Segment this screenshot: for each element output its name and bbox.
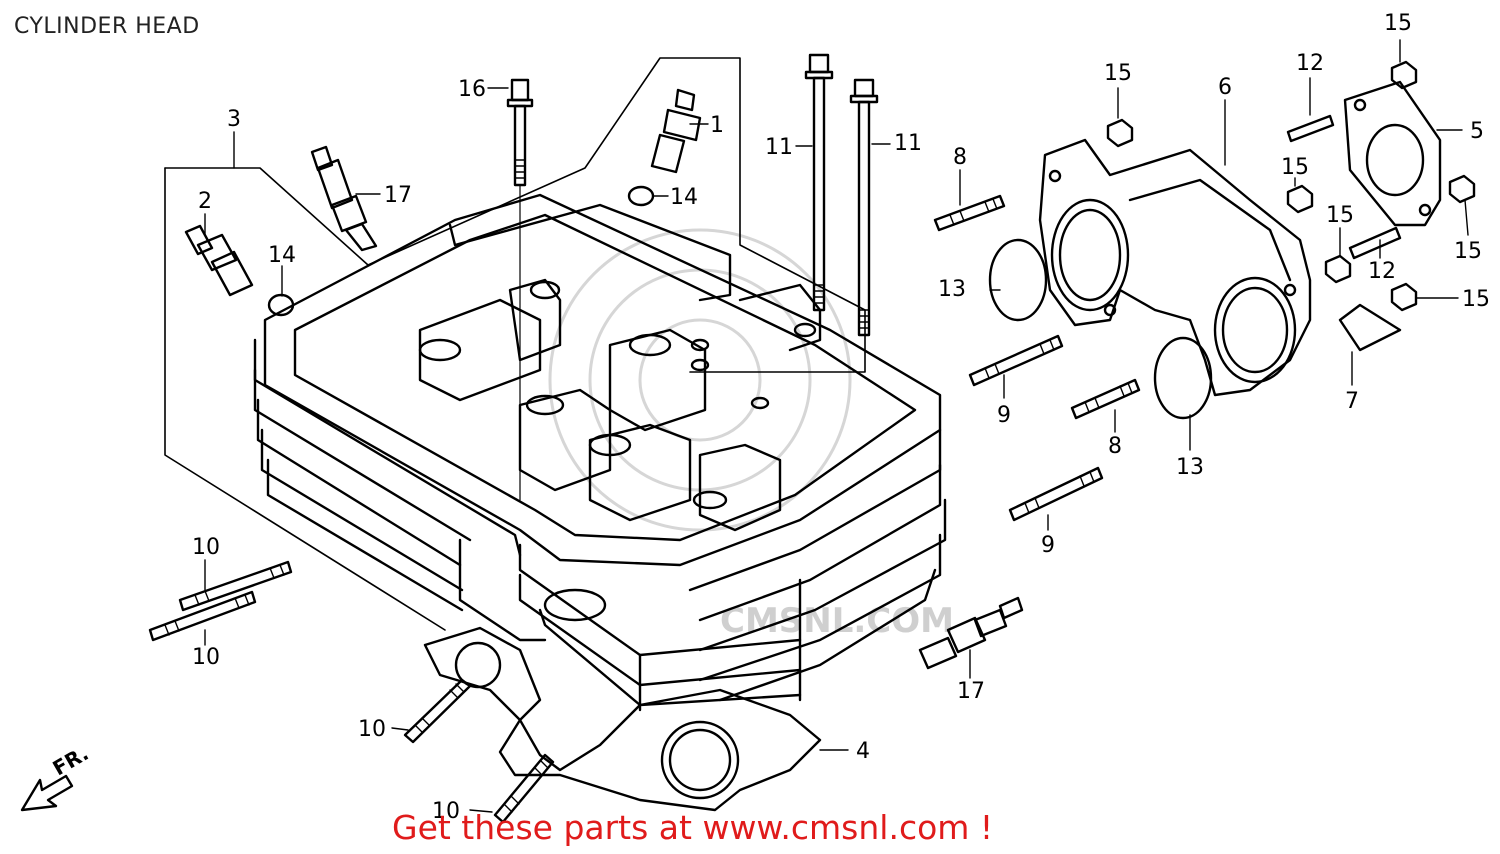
leader-lines	[204, 39, 1469, 813]
callout-9-upper: 9	[997, 403, 1011, 428]
front-label: FR.	[49, 741, 93, 780]
callout-13-lower: 13	[1176, 455, 1204, 480]
intake-manifold	[1038, 138, 1312, 397]
spark-plug-17-upper	[310, 145, 378, 252]
callout-10-d: 10	[432, 799, 460, 824]
callout-7: 7	[1345, 389, 1359, 414]
cylinder-head	[253, 193, 947, 712]
callout-5: 5	[1470, 119, 1484, 144]
callout-15-c: 15	[1281, 155, 1309, 180]
callouts: 1 2 3 4 5 6 7 8 8 9 9 10 10 10 10 11 11 …	[49, 11, 1491, 824]
stud-10-d	[493, 753, 555, 824]
callout-10-a: 10	[192, 535, 220, 560]
callout-8-upper: 8	[953, 145, 967, 170]
callout-15-a: 15	[1104, 61, 1132, 86]
callout-2: 2	[198, 189, 212, 214]
stud-9-lower	[1008, 466, 1104, 522]
callout-12-upper: 12	[1296, 51, 1324, 76]
callout-3: 3	[227, 107, 241, 132]
plug-1	[650, 88, 702, 174]
washer-14-right	[627, 185, 655, 207]
callout-1: 1	[710, 113, 724, 138]
stud-10-c	[403, 678, 472, 744]
callout-17-upper: 17	[384, 183, 412, 208]
stud-10-a	[178, 560, 293, 612]
bracket-7	[1338, 303, 1402, 352]
assembly-outline	[164, 57, 866, 631]
callout-11-left: 11	[765, 135, 793, 160]
o-ring-13-upper	[988, 238, 1048, 322]
stud-8-lower	[1070, 378, 1141, 420]
nut-15	[1106, 60, 1476, 312]
watermark-text: CMSNL.COM	[720, 601, 954, 641]
footer-link[interactable]: Get these parts at www.cmsnl.com !	[392, 808, 994, 847]
callout-17-lower: 17	[957, 679, 985, 704]
callout-12-lower: 12	[1368, 259, 1396, 284]
head-gasket	[423, 626, 822, 812]
callout-8-lower: 8	[1108, 434, 1122, 459]
callout-16: 16	[458, 77, 486, 102]
stud-8-upper	[933, 194, 1006, 232]
o-ring-13-lower	[1153, 336, 1213, 420]
bolt-11-right	[849, 78, 879, 337]
stud-12-upper	[1286, 114, 1335, 143]
callout-14-left: 14	[268, 243, 296, 268]
diagram-title: CYLINDER HEAD	[14, 14, 200, 39]
washer-14-left	[267, 293, 295, 317]
callout-4: 4	[856, 739, 870, 764]
callout-10-c: 10	[358, 717, 386, 742]
callout-15-d: 15	[1326, 203, 1354, 228]
stud-12-lower	[1348, 226, 1402, 260]
bolt-11-left	[804, 53, 834, 312]
stud-9-upper	[968, 334, 1064, 387]
bolt-16	[506, 78, 534, 501]
plug-2	[184, 224, 254, 297]
front-arrow	[20, 774, 74, 812]
callout-11-right: 11	[894, 131, 922, 156]
callout-10-b: 10	[192, 645, 220, 670]
insulator-plate	[1343, 80, 1442, 227]
callout-14-right: 14	[670, 185, 698, 210]
spark-plug-17-lower	[918, 596, 1024, 670]
callout-15-f: 15	[1462, 287, 1490, 312]
callout-9-lower: 9	[1041, 533, 1055, 558]
callout-13-upper: 13	[938, 277, 966, 302]
callout-15-e: 15	[1454, 239, 1482, 264]
stud-10-b	[148, 590, 257, 642]
callout-6: 6	[1218, 75, 1232, 100]
callout-15-b: 15	[1384, 11, 1412, 36]
